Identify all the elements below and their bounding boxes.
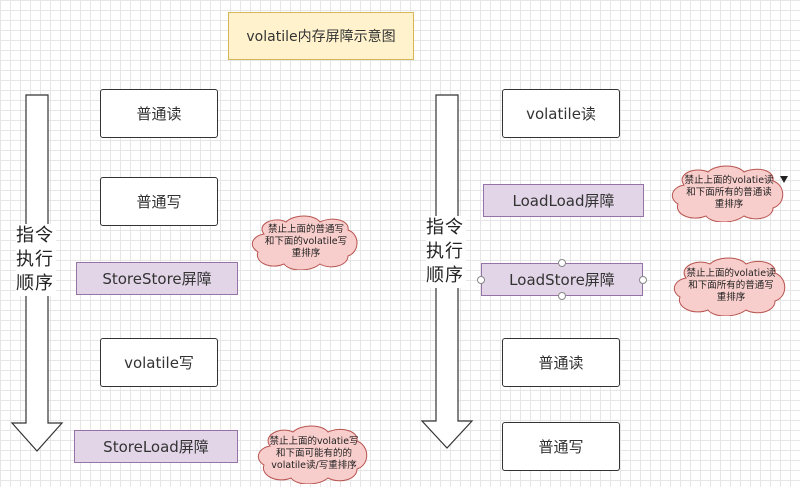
note-loadload[interactable]: 禁止上面的volatie读 和下面所有的普通读 重排序 — [670, 164, 788, 222]
note-text: 禁止上面的volatie写 和下面可能有的的 volatile读/写重排序 — [269, 436, 359, 471]
note-loadstore[interactable]: 禁止上面的volatie读 和下面所有的普通写 重排序 — [672, 256, 790, 316]
selection-handle-bottom[interactable] — [558, 292, 566, 300]
note-text: 禁止上面的普通写 和下面的volatile写 重排序 — [264, 224, 348, 259]
note-storestore[interactable]: 禁止上面的普通写 和下面的volatile写 重排序 — [250, 214, 362, 270]
cloud-shape — [671, 165, 784, 222]
volatile-write[interactable]: volatile写 — [100, 338, 218, 387]
right-order-label: 指令 执行 顺序 — [426, 216, 466, 288]
right-normal-read[interactable]: 普通读 — [502, 338, 620, 387]
volatile-read[interactable]: volatile读 — [502, 89, 620, 138]
cloud-shape — [257, 425, 368, 484]
left-order-label: 指令 执行 顺序 — [16, 224, 56, 296]
cloud-shape — [673, 257, 786, 316]
storeload-barrier[interactable]: StoreLoad屏障 — [74, 430, 238, 463]
note-text: 禁止上面的volatie读 和下面所有的普通读 重排序 — [684, 175, 774, 210]
selection-handle-left[interactable] — [477, 276, 485, 284]
left-normal-write[interactable]: 普通写 — [100, 177, 218, 226]
note-storeload[interactable]: 禁止上面的volatie写 和下面可能有的的 volatile读/写重排序 — [256, 424, 372, 484]
note-text: 禁止上面的volatie读 和下面所有的普通写 重排序 — [686, 268, 776, 303]
diagram-title[interactable]: volatile内存屏障示意图 — [228, 12, 414, 60]
loadload-barrier[interactable]: LoadLoad屏障 — [483, 184, 644, 217]
left-normal-read[interactable]: 普通读 — [100, 89, 218, 138]
selection-handle-top[interactable] — [558, 259, 566, 267]
storestore-barrier[interactable]: StoreStore屏障 — [76, 262, 238, 295]
selection-handle-right[interactable] — [639, 276, 647, 284]
note-resize-icon[interactable] — [779, 175, 789, 185]
loadstore-barrier[interactable]: LoadStore屏障 — [481, 263, 643, 296]
cloud-shape — [251, 215, 358, 270]
right-normal-write[interactable]: 普通写 — [502, 422, 620, 471]
